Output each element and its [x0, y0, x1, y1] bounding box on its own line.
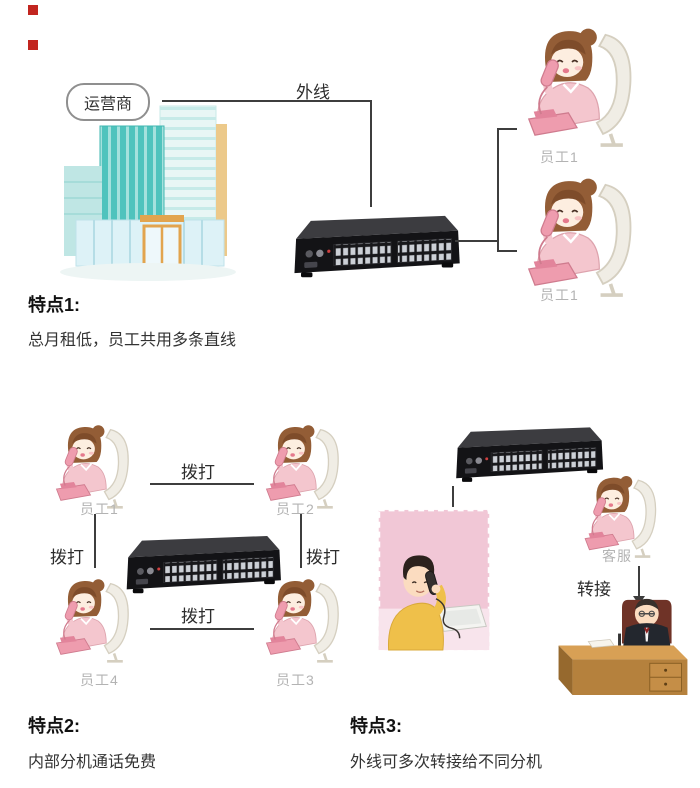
manager-at-desk-illustration: [552, 586, 692, 700]
connector-line: [150, 628, 254, 630]
dial-label: 拨打: [181, 607, 215, 626]
employee-on-phone-illustration: [512, 170, 652, 300]
employee-label: 员工1: [540, 287, 579, 303]
employee-on-phone-illustration: [256, 570, 352, 668]
connector-line: [497, 128, 517, 130]
dial-label: 拨打: [181, 463, 215, 482]
connector-line: [94, 514, 96, 568]
feature1-description: 总月租低，员工共用多条直线: [28, 332, 237, 349]
operator-badge: 运营商: [66, 83, 151, 121]
employee-on-phone-illustration: [512, 20, 652, 150]
transfer-arrow-line: [638, 566, 640, 596]
feature3-heading: 特点3:: [350, 716, 403, 736]
connector-line: [370, 100, 372, 207]
outside-line-label: 外线: [296, 83, 330, 102]
connector-line: [452, 486, 454, 512]
employee-on-phone-illustration: [46, 570, 142, 668]
employee-label: 员工2: [276, 501, 315, 517]
operator-badge-label: 运营商: [84, 96, 133, 113]
connector-line: [162, 100, 372, 102]
employee-on-phone-illustration: [256, 418, 352, 512]
transfer-label: 转接: [577, 580, 611, 599]
employee-on-phone-illustration: [46, 418, 142, 512]
dial-label: 拨打: [50, 548, 84, 567]
connector-line: [150, 483, 254, 485]
agent-label: 客服: [602, 548, 632, 564]
connector-line: [455, 240, 498, 242]
feature1-heading: 特点1:: [28, 295, 81, 315]
feature2-heading: 特点2:: [28, 716, 81, 736]
external-caller-photo-illustration: [374, 506, 494, 654]
employee-label: 员工1: [80, 501, 119, 517]
red-marker: [28, 5, 38, 15]
red-marker: [28, 40, 38, 50]
connector-line: [497, 128, 499, 252]
employee-label: 员工4: [80, 672, 119, 688]
dial-label: 拨打: [306, 548, 340, 567]
employee-label: 员工3: [276, 672, 315, 688]
carrier-building-illustration: [48, 100, 248, 290]
connector-line: [497, 250, 517, 252]
connector-line: [300, 514, 302, 568]
feature2-description: 内部分机通话免费: [28, 754, 157, 771]
employee-label: 员工1: [540, 149, 579, 165]
feature3-description: 外线可多次转接给不同分机: [350, 754, 543, 771]
pbx-device-illustration: [283, 205, 463, 289]
